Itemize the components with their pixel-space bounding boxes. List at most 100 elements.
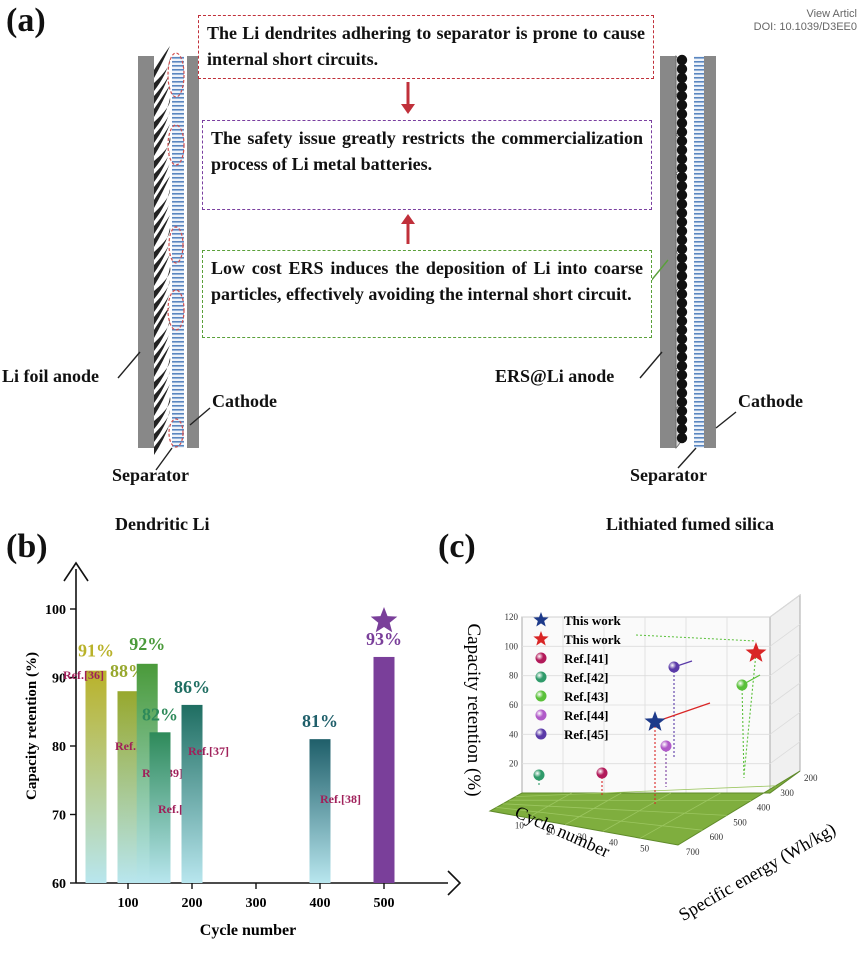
legend-lithiated-silica: Lithiated fumed silica [606, 514, 775, 534]
flow-arrowhead [401, 214, 415, 224]
dendrite [154, 176, 170, 208]
bar-value-label: 91% [78, 641, 114, 661]
ers-particles [676, 54, 688, 444]
dendrite [154, 202, 170, 234]
c-ball-marker [535, 690, 547, 702]
ers-particle [676, 396, 688, 408]
c-star-marker [533, 612, 549, 627]
c-legend-label: Ref.[42] [564, 670, 608, 685]
c-floor-gridline [515, 785, 776, 797]
c-star-marker [644, 711, 666, 731]
ers-particle [676, 198, 688, 210]
label-li-foil-anode: Li foil anode [2, 366, 100, 386]
c-floor-gridline [527, 792, 572, 819]
ers-particle [676, 72, 688, 84]
dendrite [154, 267, 171, 299]
ers-particle [676, 126, 688, 138]
pointer-lines [117, 259, 737, 471]
c-cycle-tick-label: 50 [640, 843, 650, 853]
label-right-cathode: Cathode [738, 391, 804, 411]
c-energy-axis-label: Specific energy (Wh/kg) [675, 819, 839, 926]
left-dendrites [154, 46, 171, 455]
c-gridline [769, 712, 801, 735]
doi-text: DOI: 10.1039/D3EE0 [753, 21, 857, 33]
ers-particle [676, 333, 688, 345]
ers-particle [676, 261, 688, 273]
box-mid-text: The safety issue greatly restricts the c… [211, 128, 643, 174]
view-article-link[interactable]: View Articl [806, 8, 857, 20]
c-drop-line [743, 652, 757, 776]
c-y-tick-label: 20 [509, 759, 519, 769]
ers-particle [676, 342, 688, 354]
bar-ref-label: Ref.[36] [63, 668, 104, 682]
bar-value-label: 92% [129, 634, 165, 654]
journal-header: View Articl DOI: 10.1039/D3EE0 [754, 8, 857, 34]
c-gridline [769, 624, 801, 647]
c-legend-label: This work [564, 613, 621, 628]
panel-a-drawing [117, 46, 737, 471]
bar-value-label: 81% [302, 711, 338, 731]
ers-particle [676, 180, 688, 192]
ers-particle [676, 234, 688, 246]
ers-particle [676, 315, 688, 327]
bar [149, 732, 171, 883]
ers-particle [676, 189, 688, 201]
c-energy-tick-label: 300 [780, 788, 794, 798]
c-star-marker [745, 642, 767, 662]
c-legend-label: Ref.[41] [564, 651, 608, 666]
c-ball-marker [596, 767, 608, 779]
dendrite [154, 358, 171, 390]
dendrite [154, 228, 171, 260]
text-box-safety-issue: The safety issue greatly restricts the c… [202, 120, 652, 210]
c-guide-line [635, 634, 757, 642]
c-energy-tick-label: 600 [710, 832, 724, 842]
ers-particle [676, 99, 688, 111]
box-bot-text: Low cost ERS induces the deposition of L… [211, 258, 643, 304]
ers-particle [676, 279, 688, 291]
panel-c-label: (c) [438, 528, 476, 565]
dendrite [154, 150, 170, 182]
dendrite [154, 189, 171, 221]
dendrite [154, 306, 170, 338]
legend-dendritic-li: Dendritic Li [115, 514, 210, 534]
c-legend-label: This work [564, 632, 621, 647]
dendrite [154, 124, 170, 156]
c-cycle-tick-label: 40 [609, 838, 619, 848]
ers-particle [676, 144, 688, 156]
ers-particle [676, 54, 688, 66]
y-axis-label: Capacity retention (%) [24, 652, 40, 800]
c-ball-marker [535, 671, 547, 683]
y-tick-label: 60 [52, 877, 66, 892]
dendrite [154, 280, 170, 312]
c-cycle-tick-label: 10 [515, 821, 525, 831]
c-cycle-tick-label: 20 [546, 826, 556, 836]
right-cathode [704, 56, 716, 448]
this-work-star [370, 606, 398, 633]
dendrite [154, 215, 170, 247]
c-gridline [769, 741, 801, 764]
dendrite [154, 371, 170, 403]
c-legend-label: Ref.[45] [564, 727, 608, 742]
dendrite [154, 410, 170, 442]
flow-arrows [401, 82, 415, 244]
c-y-tick-label: 60 [509, 700, 519, 710]
ers-particle [676, 270, 688, 282]
ers-particle [676, 81, 688, 93]
x-tick-label: 200 [182, 896, 203, 911]
c-y-tick-label: 80 [509, 671, 519, 681]
left-cathode [187, 56, 199, 448]
dendrite [154, 332, 170, 364]
c-y-axis-label: Capacity retention (%) [463, 623, 484, 796]
label-left-cathode: Cathode [212, 391, 278, 411]
c-star-marker [533, 631, 549, 646]
dendrite-contact-marks [167, 52, 185, 448]
c-ball-marker [533, 769, 545, 781]
ers-particle [676, 171, 688, 183]
c-floor-gridline [502, 803, 727, 816]
ers-particle [676, 252, 688, 264]
bar [181, 704, 203, 883]
scatter-3d-chart: 2040608010012010203040502003004005006007… [463, 594, 839, 926]
y-tick-label: 90 [52, 672, 66, 687]
c-legend-label: Ref.[44] [564, 708, 608, 723]
